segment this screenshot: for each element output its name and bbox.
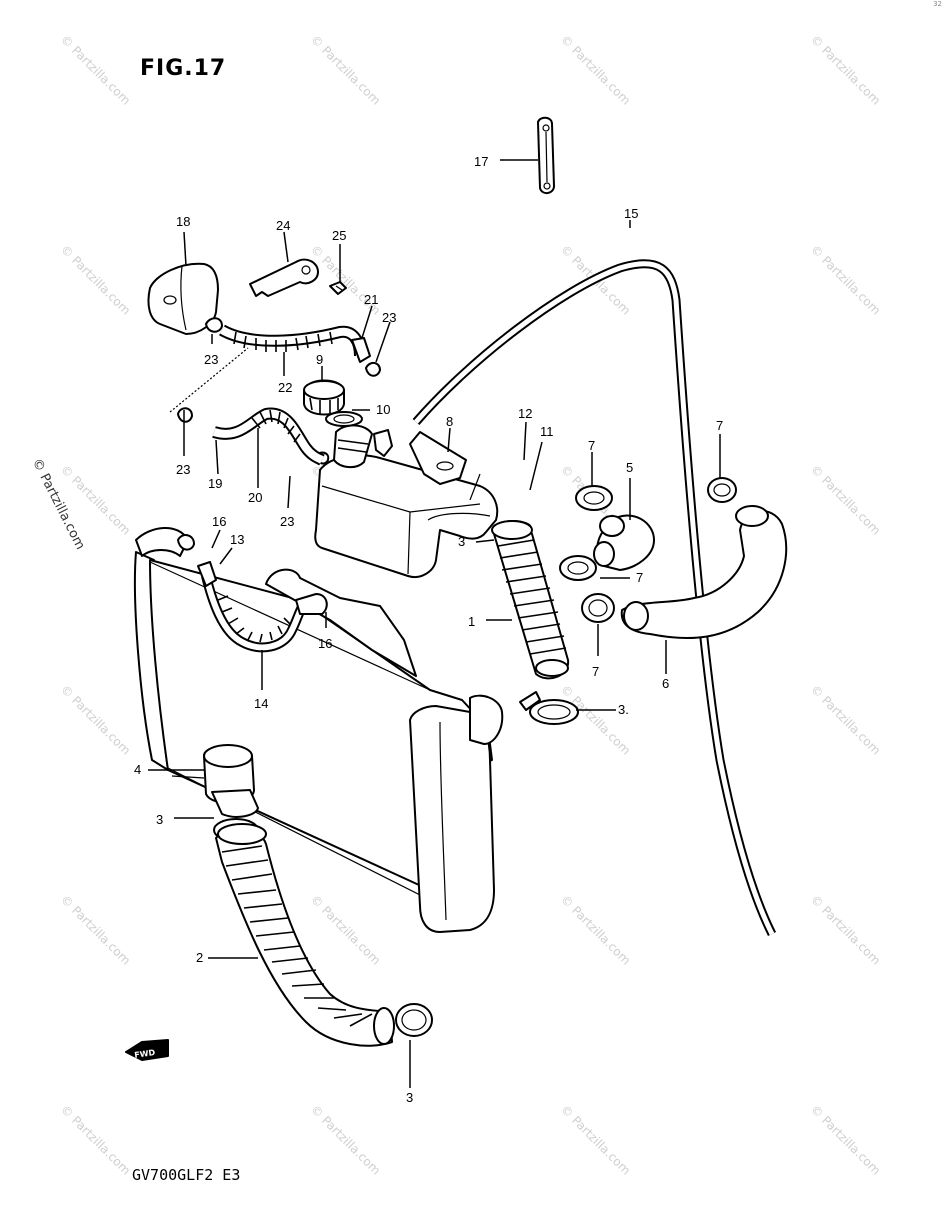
- thermostat-housing: [171, 744, 259, 818]
- callout-16-a: 16: [212, 514, 226, 529]
- callout-23-top: 23: [382, 310, 396, 325]
- callout-2: 2: [196, 950, 203, 965]
- callout-17: 17: [474, 154, 488, 169]
- front-arrow: [125, 1039, 169, 1061]
- hose-clamp-17: [537, 116, 555, 194]
- callout-16-b: 16: [318, 636, 332, 651]
- clip-16: [177, 534, 328, 615]
- hose-5: [593, 514, 655, 571]
- overflow-hose: [412, 259, 777, 937]
- watermark-text: © Partzilla.com: [808, 32, 883, 107]
- watermark-text: © Partzilla.com: [808, 682, 883, 757]
- watermark-text: © Partzilla.com: [58, 682, 133, 757]
- radiator: [133, 526, 504, 933]
- siphon-tank: [147, 262, 219, 335]
- figure-title: FIG.17: [140, 56, 227, 81]
- callout-11: 11: [540, 424, 554, 439]
- front-arrow-label: FWD: [134, 1048, 156, 1060]
- callout-5: 5: [626, 460, 633, 475]
- hose-21: [351, 337, 371, 363]
- watermark-text: © Partzilla.com: [58, 242, 133, 317]
- bolt-25: [329, 281, 347, 295]
- watermark-text: © Partzilla.com: [58, 32, 133, 107]
- hose-22: [219, 324, 366, 357]
- watermark-text: © Partzilla.com: [58, 892, 133, 967]
- leader-lines: [148, 159, 721, 1088]
- bracket-24: [249, 258, 319, 297]
- watermark-text: © Partzilla.com: [808, 242, 883, 317]
- hose-14: [201, 574, 311, 653]
- hose-2: [215, 823, 395, 1047]
- callout-12: 12: [518, 406, 532, 421]
- callout-14: 14: [254, 696, 268, 711]
- reservoir-tank: [314, 424, 499, 578]
- watermark-text: © Partzilla.com: [808, 462, 883, 537]
- watermark-text: © Partzilla.com: [808, 1102, 883, 1177]
- watermark-text: © Partzilla.com: [308, 1102, 383, 1177]
- watermark-text: © Partzilla.com: [558, 892, 633, 967]
- callout-22: 22: [278, 380, 292, 395]
- corner-mark: 32: [933, 0, 942, 8]
- fitting-13: [197, 561, 217, 587]
- callout-23-left: 23: [204, 352, 218, 367]
- callout-23-low: 23: [280, 514, 294, 529]
- callout-7-c: 7: [636, 570, 643, 585]
- watermark-text: © Partzilla.com: [808, 892, 883, 967]
- callout-7-b: 7: [716, 418, 723, 433]
- drawing-code: GV700GLF2 E3: [132, 1166, 241, 1184]
- callout-25: 25: [332, 228, 346, 243]
- watermark-text: © Partzilla.com: [308, 892, 383, 967]
- callout-9: 9: [316, 352, 323, 367]
- hose-6: [620, 505, 788, 639]
- callout-1: 1: [468, 614, 475, 629]
- hose-clamp-7: [559, 477, 737, 623]
- callout-3-b: 3.: [618, 702, 629, 717]
- callout-3-c: 3: [156, 812, 163, 827]
- cap-washer: [325, 411, 363, 427]
- hose-20: [212, 407, 325, 466]
- reservoir-cap: [303, 379, 345, 416]
- callout-23-mid: 23: [176, 462, 190, 477]
- callout-6: 6: [662, 676, 669, 691]
- callout-labels: 17 15 18 24 25 21 23 23 22 9 10 8 12 11 …: [134, 154, 723, 1105]
- callout-21: 21: [364, 292, 378, 307]
- watermark-text: © Partzilla.com: [308, 32, 383, 107]
- callout-24: 24: [276, 218, 290, 233]
- callout-3-a: 3: [458, 534, 465, 549]
- callout-13: 13: [230, 532, 244, 547]
- hose-1: [493, 520, 570, 680]
- callout-19: 19: [208, 476, 222, 491]
- watermark-text: © Partzilla.com: [558, 32, 633, 107]
- callout-4: 4: [134, 762, 141, 777]
- callout-20: 20: [248, 490, 262, 505]
- callout-15: 15: [624, 206, 638, 221]
- callout-7-a: 7: [588, 438, 595, 453]
- watermark-text: © Partzilla.com: [558, 1102, 633, 1177]
- callout-10: 10: [376, 402, 390, 417]
- watermark-text: © Partzilla.com: [58, 1102, 133, 1177]
- callout-7-d: 7: [592, 664, 599, 679]
- callout-18: 18: [176, 214, 190, 229]
- callout-8: 8: [446, 414, 453, 429]
- callout-3-d: 3: [406, 1090, 413, 1105]
